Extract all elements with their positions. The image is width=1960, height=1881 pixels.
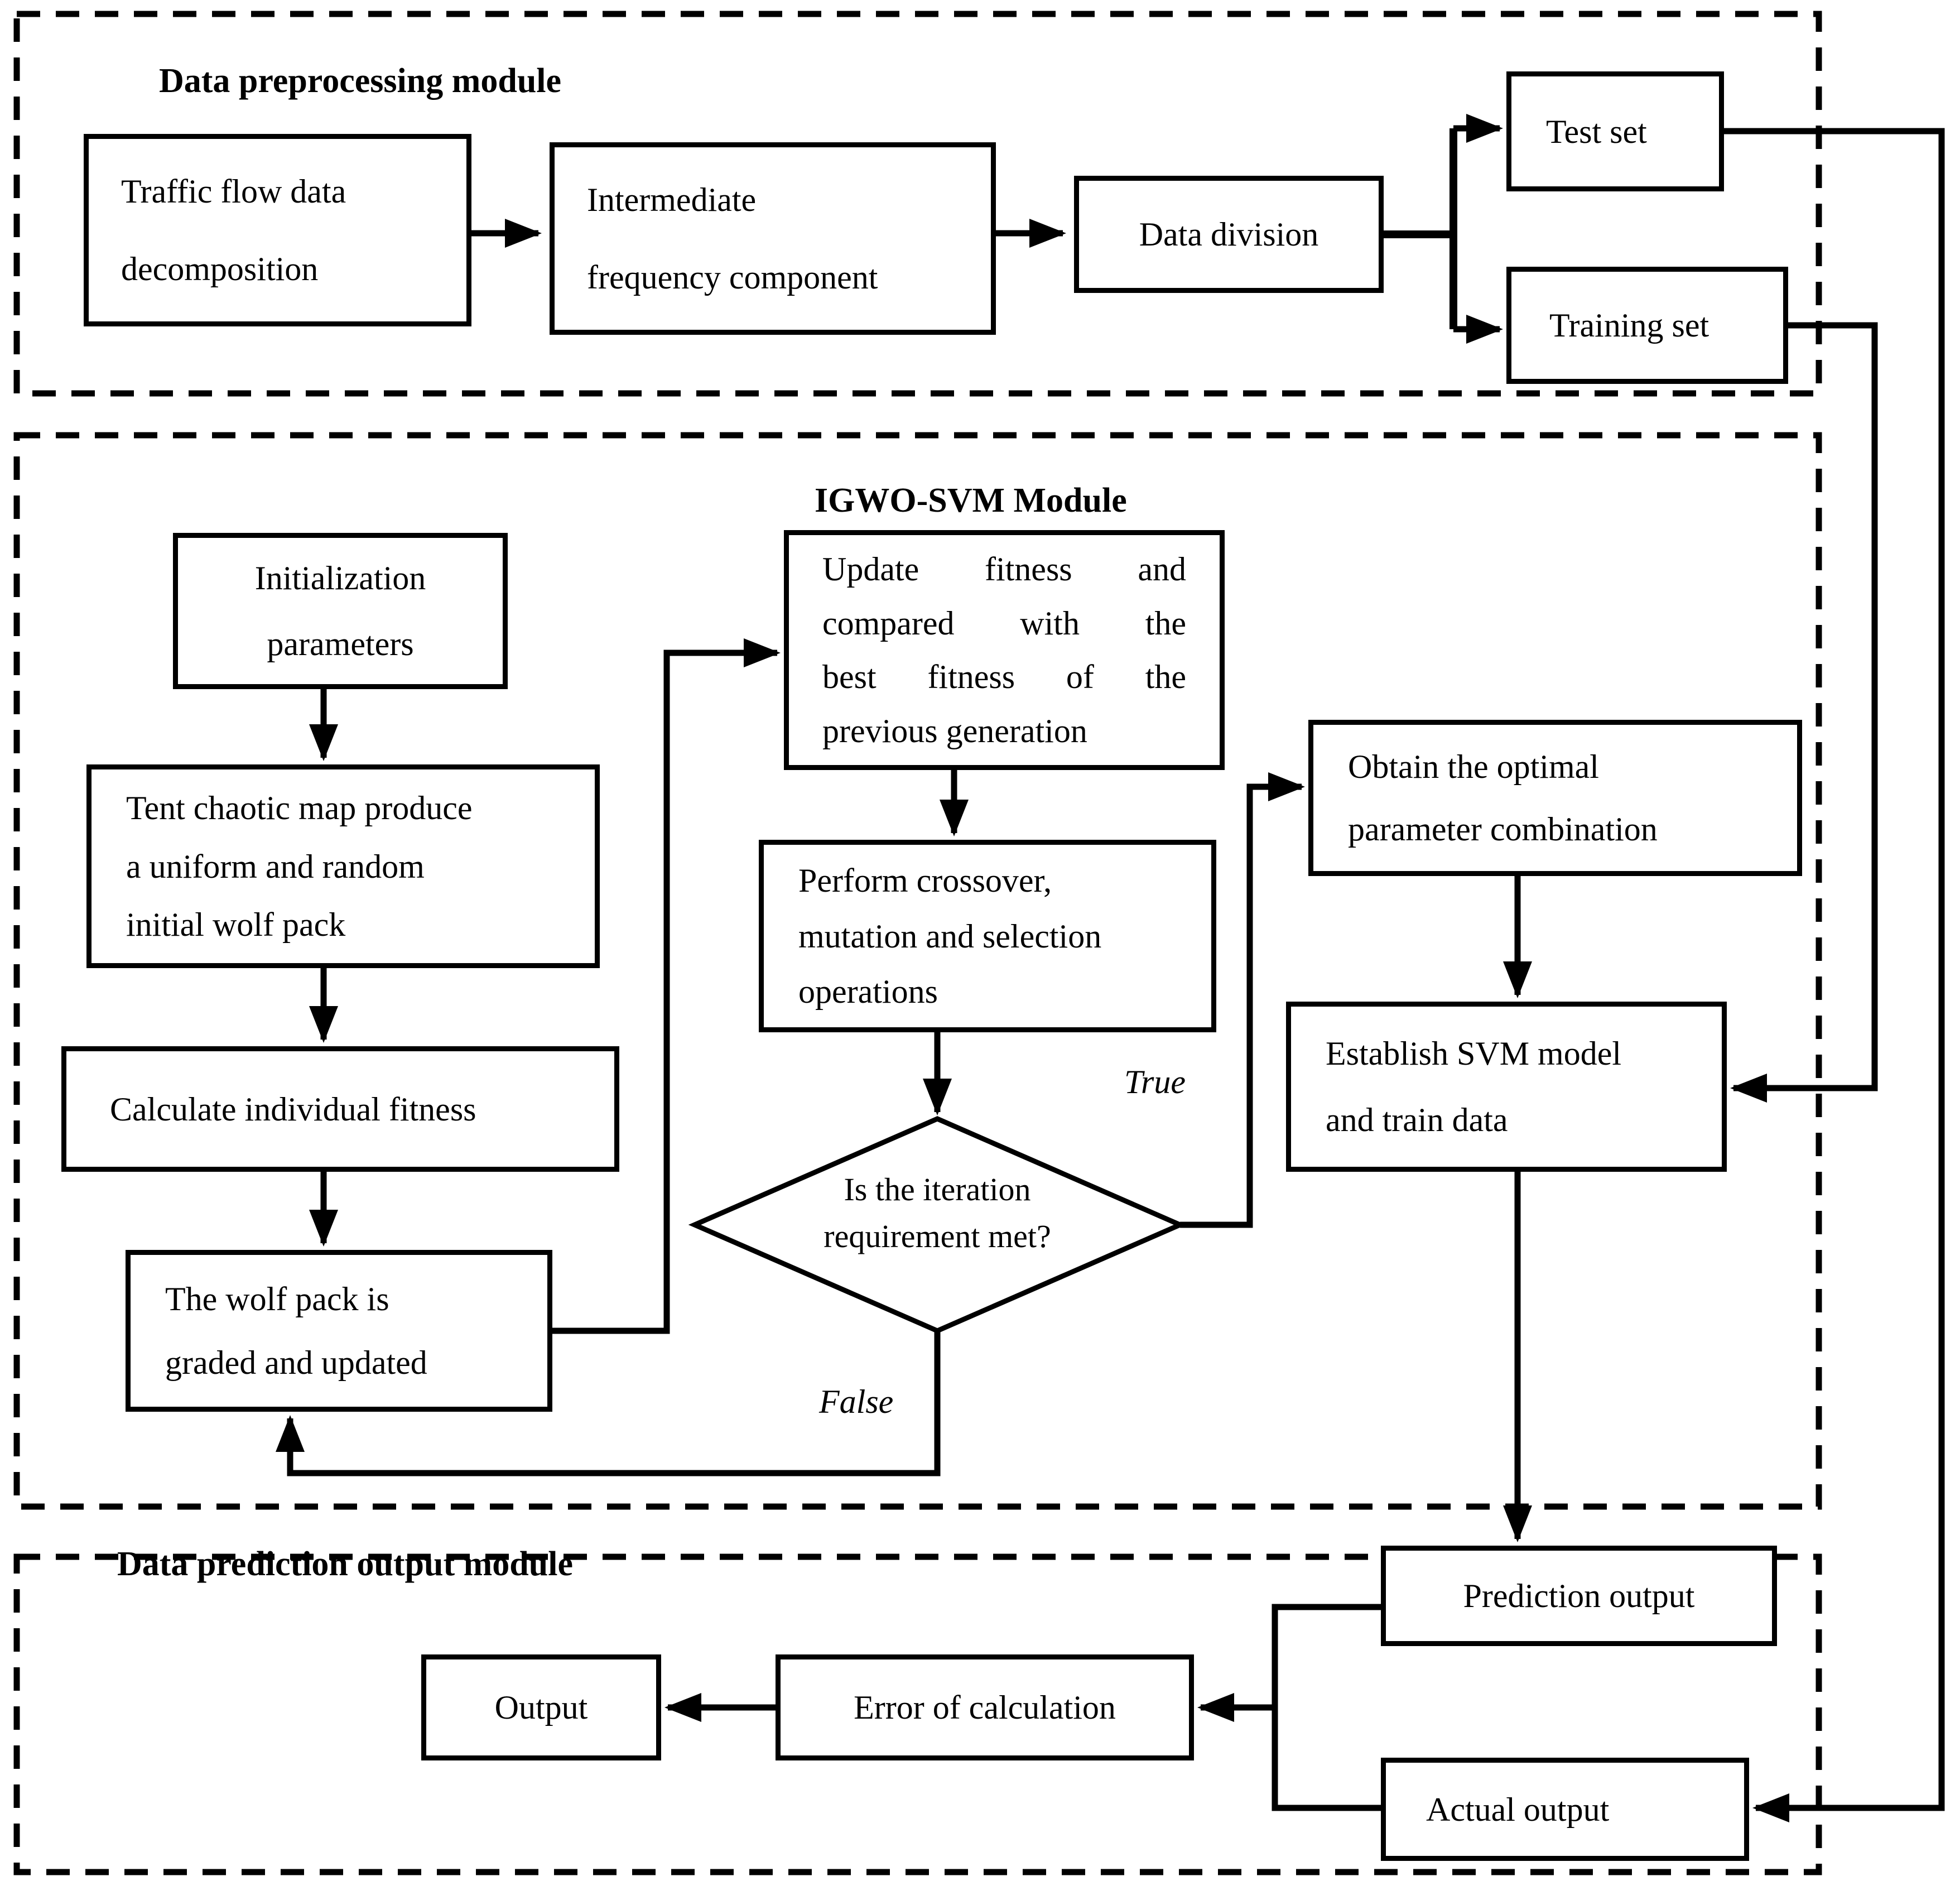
line-true-to-obtain [1180,772,1305,1228]
node-text-line: Error of calculation [854,1689,1116,1726]
node-text-line: Is the iteration [844,1171,1031,1208]
module-preprocessing-border [13,11,1822,397]
node-text-line: Update fitness and [822,550,1186,588]
node-text-line: Traffic flow data [121,173,346,210]
node-text-line: Output [494,1689,588,1726]
line-test-set-to-actual-output [1724,128,1945,1822]
node-prediction-output: Prediction output [1381,1546,1777,1646]
node-text-line: decomposition [121,251,319,287]
node-text-line: Training set [1549,307,1709,344]
node-text-line: parameter combination [1348,810,1658,848]
node-text-line: a uniform and random [126,848,425,885]
edge-label-false: False [819,1383,894,1420]
line-wolf-to-update [552,638,781,1334]
node-traffic-flow-decomposition: Traffic flow data decomposition [84,134,471,326]
node-calculate-individual-fitness: Calculate individual fitness [61,1046,619,1172]
node-text-line: operations [798,973,938,1011]
node-text-line: Establish SVM model [1326,1035,1622,1072]
node-text-line: Actual output [1426,1791,1610,1828]
node-text-line: Perform crossover, [798,862,1052,899]
module-prediction-border [13,1553,1822,1875]
node-text-line: and train data [1326,1101,1508,1139]
node-text-line: Tent chaotic map produce [126,789,473,826]
node-perform-crossover: Perform crossover, mutation and selectio… [759,840,1216,1032]
line-false-to-wolf [276,1331,941,1476]
node-tent-chaotic-map: Tent chaotic map produce a uniform and r… [86,764,600,968]
node-text-line: Test set [1546,113,1647,150]
module-title-igwo: IGWO-SVM Module [815,482,1127,519]
prediction-actual-bracket [1272,1604,1381,1811]
node-text-line: frequency component [587,259,878,296]
node-text-line: parameters [267,625,414,662]
node-text-line: requirement met? [824,1218,1051,1255]
line-training-set-to-establish [1730,322,1878,1103]
edge-label-true: True [1124,1064,1186,1100]
node-error-of-calculation: Error of calculation [776,1654,1194,1760]
node-text-line: previous generation [822,713,1087,750]
node-text-line: The wolf pack is [165,1280,389,1317]
node-intermediate-frequency: Intermediate frequency component [550,142,996,335]
node-text-line: initial wolf pack [126,906,346,944]
module-title-prediction-output: Data prediction output module [117,1545,573,1583]
node-update-fitness: Update fitness and compared with the bes… [784,530,1225,770]
node-iteration-question: Is the iteration requirement met? [742,1166,1133,1260]
node-obtain-optimal-parameters: Obtain the optimal parameter combination [1308,720,1802,876]
node-actual-output: Actual output [1381,1758,1749,1861]
node-initialization-parameters: Initialization parameters [173,533,508,689]
node-text-line: graded and updated [165,1344,427,1382]
node-text-line: Initialization [254,560,426,597]
module-igwo-border [13,432,1822,1510]
node-output: Output [421,1654,661,1760]
node-data-division: Data division [1074,176,1384,293]
node-text-line: Prediction output [1463,1577,1695,1614]
node-text-line: compared with the [822,604,1186,642]
node-text-line: Calculate individual fitness [110,1090,476,1128]
node-wolf-pack-graded: The wolf pack is graded and updated [126,1250,552,1412]
node-text-line: mutation and selection [798,917,1102,955]
node-text-line: Obtain the optimal [1348,748,1599,786]
node-establish-svm-model: Establish SVM model and train data [1286,1002,1727,1172]
module-title-preprocessing: Data preprocessing module [159,62,562,100]
node-text-line: Data division [1139,216,1319,253]
node-text-line: Intermediate [587,181,757,218]
node-training-set: Training set [1506,267,1788,384]
node-test-set: Test set [1506,71,1724,191]
division-branch-line [1384,128,1457,329]
node-text-line: best fitness of the [822,658,1186,696]
